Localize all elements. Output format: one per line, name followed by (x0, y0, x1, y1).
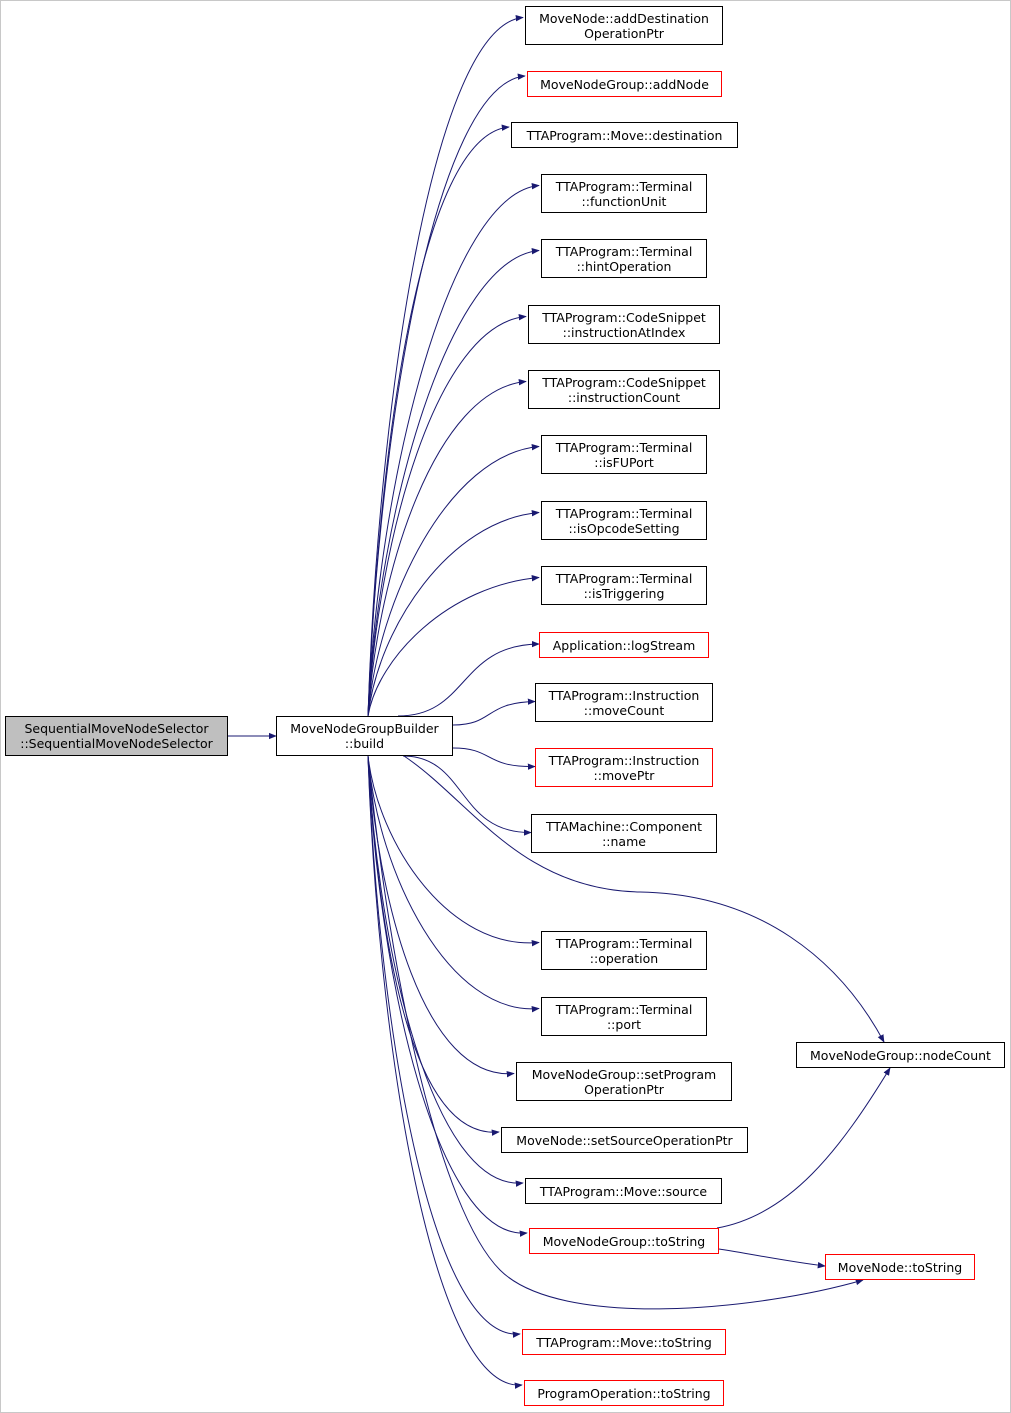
node-moveToString[interactable]: TTAProgram::Move::toString (522, 1329, 726, 1355)
node-label-line: TTAProgram::Terminal (555, 243, 693, 259)
edge-build-to-operation (367, 755, 540, 947)
node-label-line: ::instructionCount (567, 389, 681, 405)
node-label-line: MoveNode::toString (837, 1259, 963, 1275)
edge-build-to-destination (367, 124, 510, 717)
edge-build-to-instrCount (367, 378, 527, 717)
node-isFUPort[interactable]: TTAProgram::Terminal::isFUPort (541, 435, 707, 474)
node-label-line: ::isTriggering (583, 585, 665, 601)
node-label-line: TTAProgram::Move::source (539, 1183, 708, 1199)
node-label-line: TTAProgram::Move::toString (536, 1334, 712, 1350)
node-addNode[interactable]: MoveNodeGroup::addNode (527, 71, 722, 97)
node-label-line: MoveNodeGroup::setProgram (531, 1066, 717, 1082)
node-label-line: MoveNodeGroup::toString (542, 1233, 706, 1249)
node-label-line: TTAProgram::Instruction (548, 752, 700, 768)
node-label-line: TTAMachine::Component (546, 818, 702, 834)
node-label-line: ProgramOperation::toString (537, 1385, 711, 1401)
node-label-line: ::instructionAtIndex (562, 324, 686, 340)
node-label-line: MoveNodeGroupBuilder (290, 721, 439, 736)
edge-mngToString-to-nodeCount (716, 1067, 891, 1229)
edge-build-to-port (367, 755, 540, 1013)
edge-build-to-hintOperation (367, 247, 540, 717)
node-label-line: ::moveCount (583, 702, 665, 718)
edge-build-to-mngToString (367, 755, 528, 1237)
edge-build-to-nodeCount (403, 755, 885, 1043)
node-progOpToString[interactable]: ProgramOperation::toString (524, 1380, 724, 1406)
edge-build-to-instrAtIndex (367, 313, 527, 717)
edge-build-to-moveToString (367, 755, 521, 1338)
edge-build-to-isTrig (367, 574, 540, 717)
node-label-line: MoveNodeGroup::nodeCount (810, 1047, 991, 1063)
edge-build-to-mnToString (367, 755, 864, 1310)
node-label-line: TTAProgram::CodeSnippet (542, 374, 706, 390)
edge-build-to-functionUnit (367, 182, 540, 717)
node-label-line: ::isFUPort (594, 454, 654, 470)
node-label-line: ::SequentialMoveNodeSelector (20, 736, 213, 751)
node-compName[interactable]: TTAMachine::Component::name (531, 814, 717, 853)
node-label-line: ::functionUnit (581, 193, 667, 209)
node-label-line: Application::logStream (552, 637, 696, 653)
node-label-line: ::name (602, 833, 646, 849)
edge-build-to-moveSource (367, 755, 524, 1187)
node-isOpcode[interactable]: TTAProgram::Terminal::isOpcodeSetting (541, 501, 707, 540)
edge-build-to-compName (402, 755, 532, 836)
node-instrAtIndex[interactable]: TTAProgram::CodeSnippet::instructionAtIn… (528, 305, 720, 344)
node-label-line: ::port (606, 1016, 642, 1032)
node-port[interactable]: TTAProgram::Terminal::port (541, 997, 707, 1036)
edge-build-to-isFUPort (367, 443, 540, 717)
node-label-line: MoveNode::setSourceOperationPtr (516, 1132, 733, 1148)
edge-build-to-progOpToString (367, 755, 523, 1389)
node-label-line: TTAProgram::Terminal (555, 570, 693, 586)
node-label-line: TTAProgram::Terminal (555, 439, 693, 455)
node-label-line: MoveNode::addDestination (539, 10, 709, 26)
edge-build-to-addNode (367, 73, 526, 717)
node-functionUnit[interactable]: TTAProgram::Terminal::functionUnit (541, 174, 707, 213)
node-instrCount[interactable]: TTAProgram::CodeSnippet::instructionCoun… (528, 370, 720, 409)
node-logStream[interactable]: Application::logStream (539, 632, 709, 658)
node-setSrcOp[interactable]: MoveNode::setSourceOperationPtr (501, 1127, 748, 1153)
node-label-line: MoveNodeGroup::addNode (540, 76, 709, 92)
node-label-line: TTAProgram::Terminal (555, 178, 693, 194)
node-build[interactable]: MoveNodeGroupBuilder::build (276, 716, 453, 756)
node-label-line: SequentialMoveNodeSelector (24, 721, 209, 736)
node-label-line: TTAProgram::Instruction (548, 687, 700, 703)
node-label-line: ::movePtr (593, 767, 655, 783)
edge-build-to-movePtr (452, 747, 536, 770)
node-label-line: TTAProgram::Terminal (555, 1001, 693, 1017)
edge-build-to-moveCount (452, 698, 536, 726)
node-label-line: ::isOpcodeSetting (568, 520, 680, 536)
node-mngToString[interactable]: MoveNodeGroup::toString (529, 1228, 719, 1254)
edge-build-to-logStream (397, 640, 540, 717)
node-label-line: ::operation (589, 950, 659, 966)
node-label-line: TTAProgram::Move::destination (526, 127, 723, 143)
node-operation[interactable]: TTAProgram::Terminal::operation (541, 931, 707, 970)
edge-mngToString-to-mnToString (718, 1248, 826, 1269)
node-selector: SequentialMoveNodeSelector::SequentialMo… (5, 716, 228, 756)
node-nodeCount[interactable]: MoveNodeGroup::nodeCount (796, 1042, 1005, 1068)
node-label-line: ::hintOperation (576, 258, 672, 274)
node-mnToString[interactable]: MoveNode::toString (825, 1254, 975, 1280)
edge-build-to-isOpcode (367, 509, 540, 717)
node-label-line: OperationPtr (584, 1081, 664, 1097)
node-label-line: TTAProgram::CodeSnippet (542, 309, 706, 325)
node-label-line: TTAProgram::Terminal (555, 935, 693, 951)
node-movePtr[interactable]: TTAProgram::Instruction::movePtr (535, 748, 713, 787)
node-hintOperation[interactable]: TTAProgram::Terminal::hintOperation (541, 239, 707, 278)
edge-build-to-addDestOp (367, 14, 524, 717)
node-label-line: ::build (344, 736, 385, 751)
node-moveSource[interactable]: TTAProgram::Move::source (525, 1178, 722, 1204)
node-moveCount[interactable]: TTAProgram::Instruction::moveCount (535, 683, 713, 722)
node-label-line: OperationPtr (584, 25, 664, 41)
node-destination[interactable]: TTAProgram::Move::destination (511, 122, 738, 148)
node-isTrig[interactable]: TTAProgram::Terminal::isTriggering (541, 566, 707, 605)
node-label-line: TTAProgram::Terminal (555, 505, 693, 521)
